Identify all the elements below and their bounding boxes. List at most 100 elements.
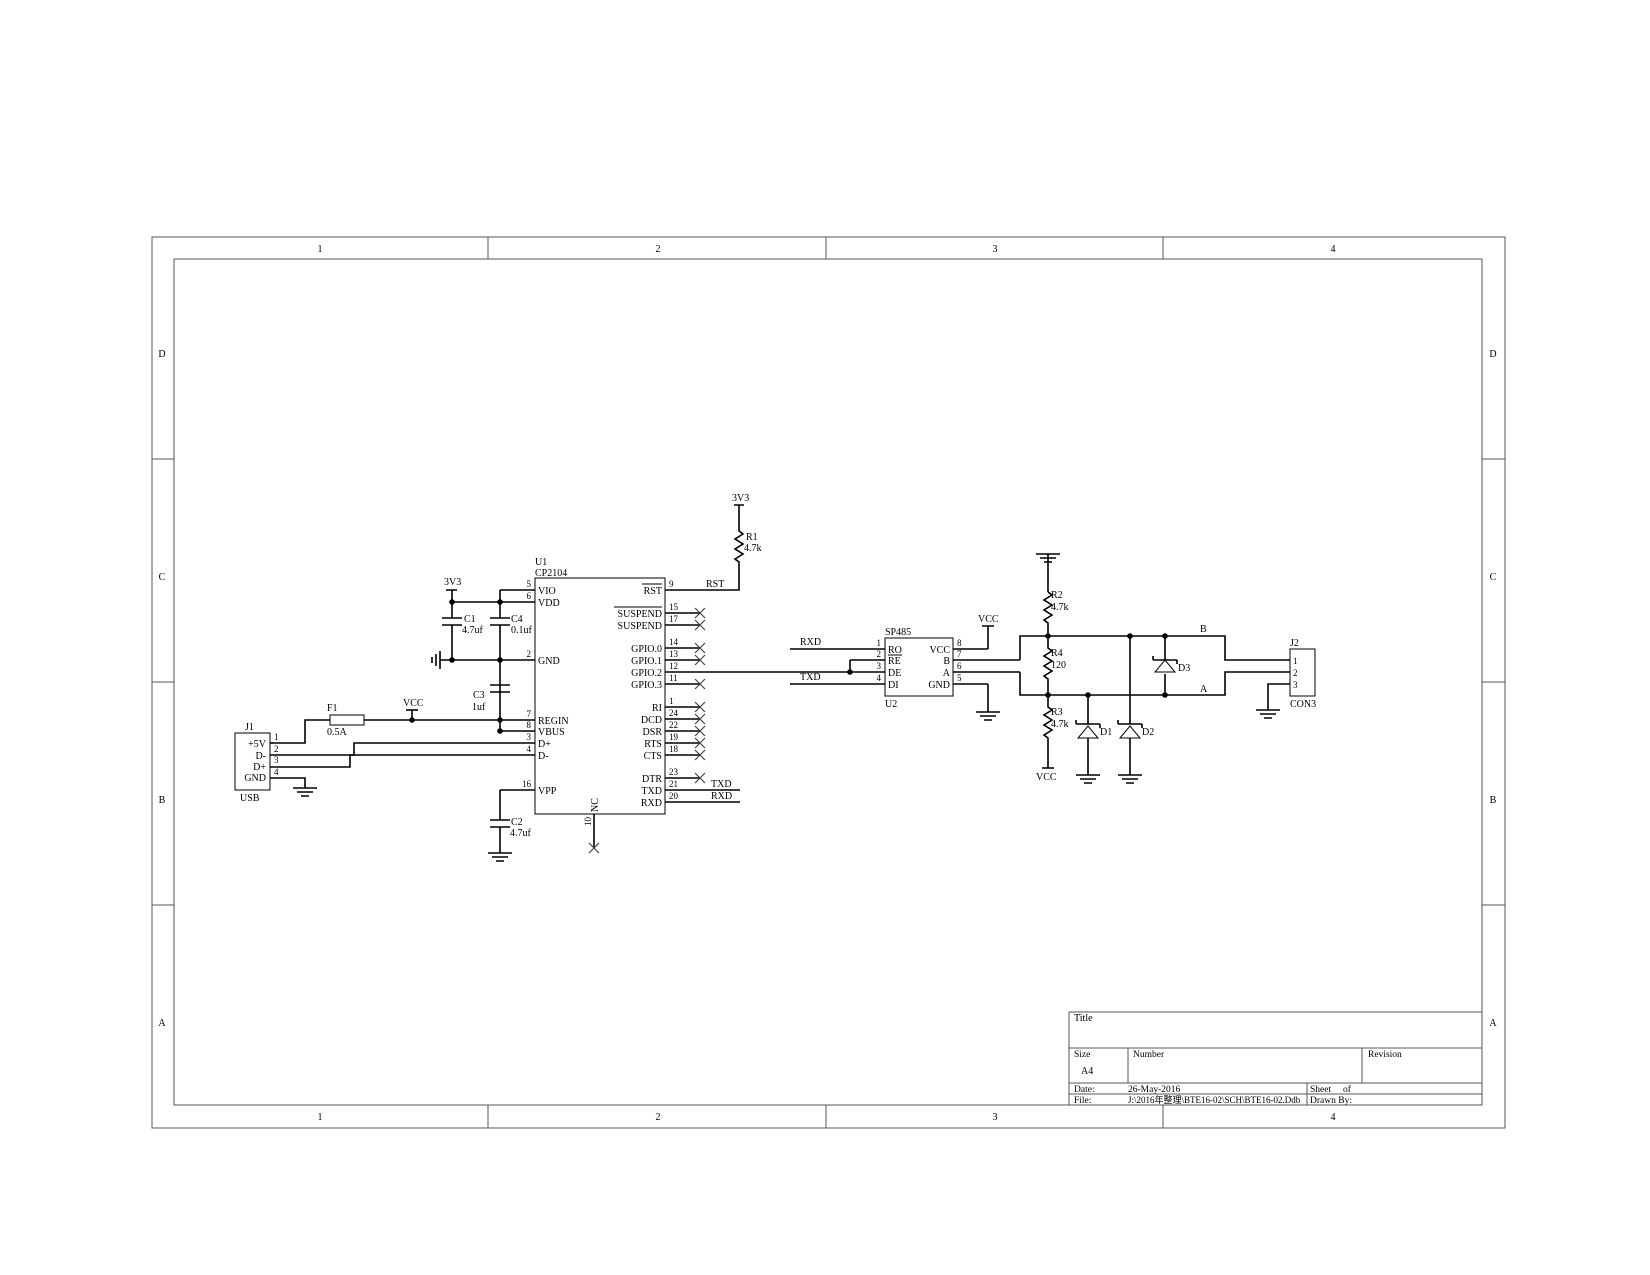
u1-pin-number: 11: [669, 673, 678, 683]
u2-part: SP485: [885, 627, 911, 638]
ground-symbol: [976, 684, 1000, 721]
decoupling-network: 3V3 C1 4.7uf C4 0.1uf C3 1uf: [431, 577, 533, 734]
c2-capacitor: C2 4.7uf: [488, 790, 532, 862]
row-label-right-b: B: [1490, 795, 1497, 806]
c4-ref: C4: [511, 614, 523, 625]
u1-pin-name: RXD: [641, 798, 662, 809]
date-label: Date:: [1074, 1085, 1095, 1095]
f1-ref: F1: [327, 703, 338, 714]
u2-pin-name: A: [943, 668, 951, 679]
size-label: Size: [1074, 1050, 1090, 1060]
r4-ref: R4: [1051, 648, 1063, 659]
r3-vcc-label: VCC: [1036, 772, 1057, 783]
j2-ref: J2: [1290, 638, 1299, 649]
u2-pin-3: 3DE: [850, 661, 901, 679]
j2-pin-number: 2: [1293, 668, 1298, 678]
u1-pin-4: 4D-: [500, 744, 549, 762]
r3-value: 4.7k: [1051, 719, 1069, 730]
row-label-left-b: B: [159, 795, 166, 806]
j2-part: CON3: [1290, 699, 1316, 710]
u1-pin-name: DCD: [641, 715, 662, 726]
c2-value: 4.7uf: [510, 828, 532, 839]
sheet-label: Sheet: [1310, 1085, 1331, 1095]
rs485-bus-network: R2 4.7k R4 120 R3 4.7k VCC B A D3 D1: [1019, 553, 1290, 784]
u2-pin-number: 7: [957, 649, 962, 659]
u1-pin-number: 16: [522, 779, 532, 789]
d2-ref: D2: [1142, 727, 1154, 738]
u2-pin-name: DE: [888, 668, 901, 679]
u2-pin-number: 3: [877, 661, 882, 671]
net-label-rxd-u1: RXD: [711, 791, 732, 802]
net-label-bus-a: A: [1200, 684, 1208, 695]
u2-pin-4: 4DI: [790, 673, 899, 691]
u2-pin-number: 1: [877, 638, 882, 648]
file-label: File:: [1074, 1096, 1091, 1106]
u1-pin-name: SUSPEND: [618, 609, 662, 620]
j2-con3-connector: J2 CON3 1 2 3: [1256, 638, 1316, 719]
f1-fuse: VCC F1 0.5A: [274, 698, 500, 744]
u1-pin-name: VBUS: [538, 727, 565, 738]
u1-pin-name: GPIO.2: [631, 668, 662, 679]
u1-pin-number: 24: [669, 708, 679, 718]
u1-pin-number: 3: [527, 732, 532, 742]
row-label-left-a: A: [158, 1018, 166, 1029]
r1-ref: R1: [746, 532, 758, 543]
u1-pin-name: DTR: [642, 774, 662, 785]
j1-usb-connector: J1 USB +5V D- D+ GND 1 2 3 4: [234, 722, 500, 804]
u1-pin-number: 7: [527, 709, 532, 719]
u1-ref: U1: [535, 557, 547, 568]
c3-ref: C3: [473, 690, 485, 701]
u1-pin-name: D-: [538, 751, 549, 762]
u1-pin-number: 22: [669, 720, 678, 730]
u2-pin-number: 2: [877, 649, 882, 659]
j1-pin-name: D-: [255, 751, 266, 762]
u1-pin-number: 17: [669, 614, 679, 624]
u1-pin-name: GPIO.0: [631, 644, 662, 655]
u1-pin-number: 18: [669, 744, 679, 754]
u1-no-connect-marks: [694, 607, 706, 784]
u1-pin-number: 12: [669, 661, 678, 671]
u2-pin-name: B: [943, 656, 950, 667]
u1-part: CP2104: [535, 568, 567, 579]
column-label-bottom-4: 4: [1331, 1112, 1336, 1123]
column-label-bottom-3: 3: [993, 1112, 998, 1123]
title-block: Title Size A4 Number Revision Date: 26-M…: [1068, 1011, 1483, 1106]
j1-pin-number: 4: [274, 767, 279, 777]
net-label-rxd-u2: RXD: [800, 637, 821, 648]
c4-value: 0.1uf: [511, 625, 533, 636]
net-label-rst: RST: [706, 579, 724, 590]
column-label-bottom-1: 1: [318, 1112, 323, 1123]
u1-pin-number: 10: [583, 817, 593, 827]
j1-pin-number: 2: [274, 744, 279, 754]
u1-pin-name: RTS: [644, 739, 662, 750]
u1-pin-name: RST: [644, 586, 662, 597]
j1-pin-name: GND: [244, 773, 266, 784]
r2-ref: R2: [1051, 590, 1063, 601]
u1-pin-name: D+: [538, 739, 551, 750]
u1-pin-number: 8: [527, 720, 532, 730]
u2-vcc-label: VCC: [978, 614, 999, 625]
u2-ref: U2: [885, 699, 897, 710]
d1-ref: D1: [1100, 727, 1112, 738]
row-label-left-d: D: [158, 349, 165, 360]
ground-symbol: [431, 651, 441, 669]
u1-pin-name: VDD: [538, 598, 560, 609]
net-label-bus-b: B: [1200, 624, 1207, 635]
row-label-right-d: D: [1489, 349, 1496, 360]
column-label-top-1: 1: [318, 244, 323, 255]
u2-pin-name: RE: [888, 656, 901, 667]
r1-resistor: 3V3 R1 4.7k: [700, 493, 762, 591]
date-value: 26-May-2016: [1128, 1085, 1180, 1095]
u1-pin-number: 9: [669, 579, 674, 589]
u1-pin-number: 19: [669, 732, 679, 742]
